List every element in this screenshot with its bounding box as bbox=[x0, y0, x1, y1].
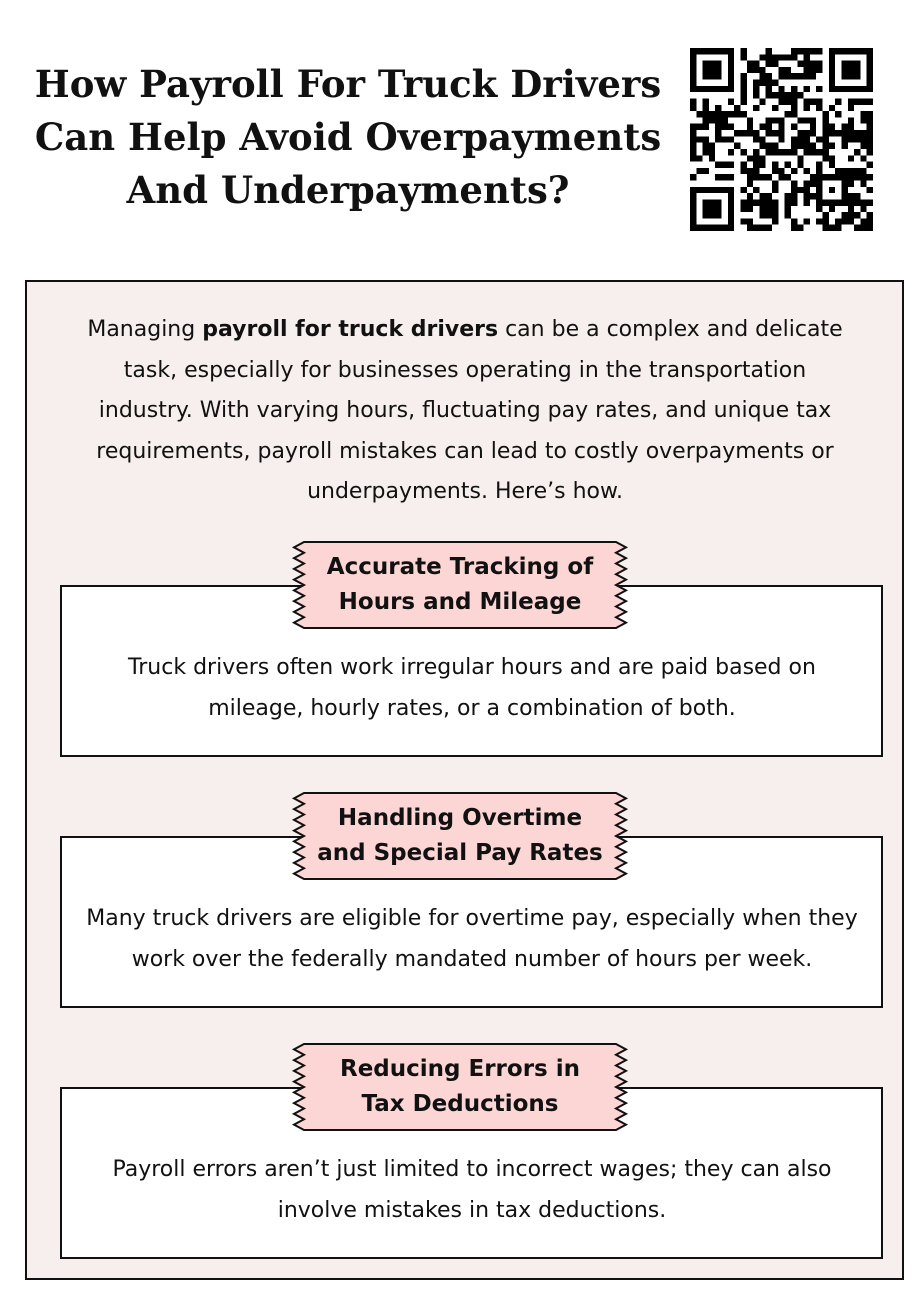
zigzag-ribbon-banner-icon bbox=[291, 792, 629, 880]
qr-code-icon bbox=[690, 48, 873, 231]
section-heading: Accurate Tracking of Hours and Mileage bbox=[326, 554, 594, 615]
intro-text-before: Managing bbox=[87, 317, 203, 342]
section-heading-ribbon: Reducing Errors in Tax Deductions bbox=[290, 1043, 630, 1131]
zigzag-ribbon-banner-icon bbox=[291, 1043, 629, 1131]
section-body: Many truck drivers are eligible for over… bbox=[86, 906, 858, 972]
intro-paragraph: Managing payroll for truck drivers can b… bbox=[77, 310, 853, 513]
content-panel: Managing payroll for truck drivers can b… bbox=[25, 280, 904, 1280]
section-heading: Reducing Errors in Tax Deductions bbox=[339, 1056, 580, 1117]
intro-keyword: payroll for truck drivers bbox=[202, 317, 499, 342]
section-card-overtime: Many truck drivers are eligible for over… bbox=[60, 836, 883, 1008]
section-heading-ribbon: Accurate Tracking of Hours and Mileage bbox=[290, 541, 630, 629]
section-heading: Handling Overtime and Special Pay Rates bbox=[317, 805, 603, 866]
section-body: Payroll errors aren’t just limited to in… bbox=[112, 1157, 832, 1223]
zigzag-ribbon-banner-icon bbox=[291, 541, 629, 629]
intro-text-after: can be a complex and delicate task, espe… bbox=[96, 317, 843, 504]
page-title: How Payroll For Truck Drivers Can Help A… bbox=[34, 62, 662, 212]
section-heading-ribbon: Handling Overtime and Special Pay Rates bbox=[290, 792, 630, 880]
section-body: Truck drivers often work irregular hours… bbox=[128, 655, 816, 721]
